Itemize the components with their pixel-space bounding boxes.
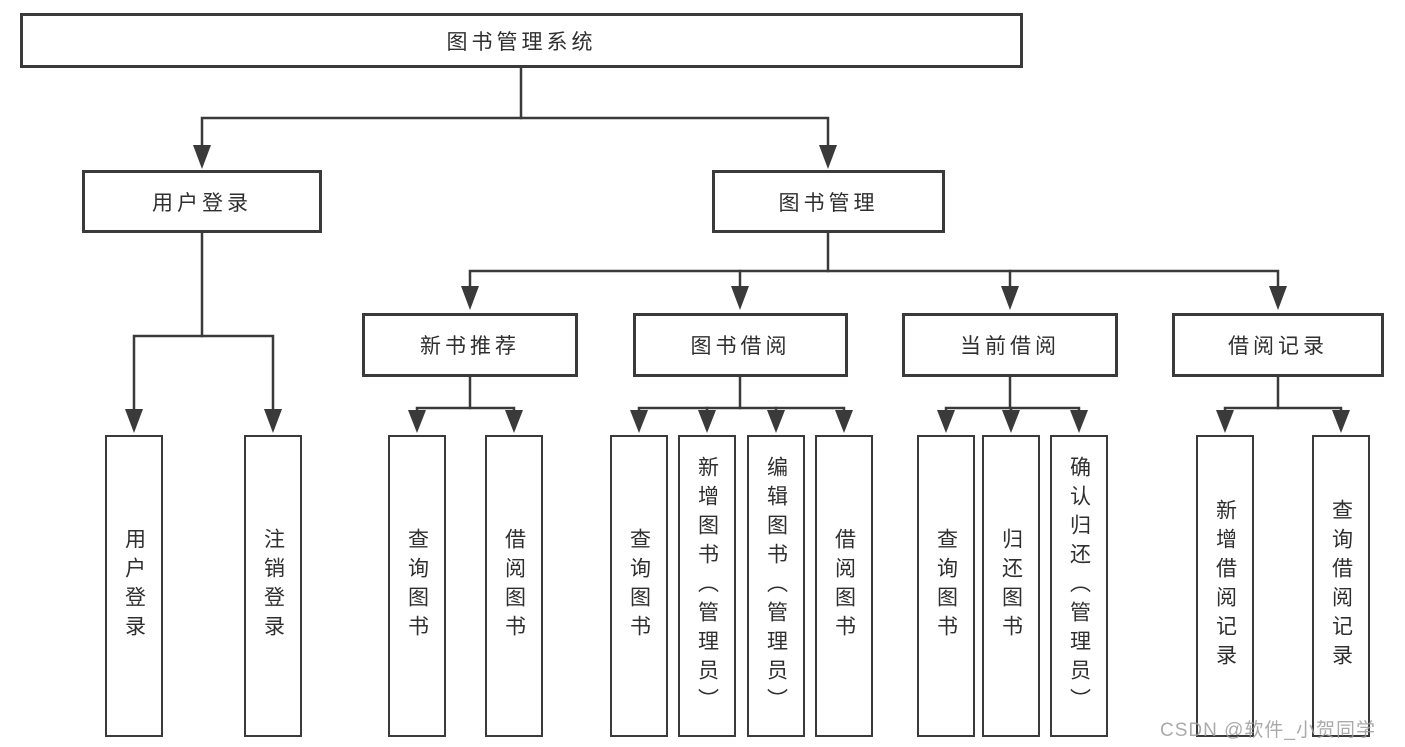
arrow-icon <box>698 410 716 433</box>
arrow-icon <box>505 410 523 433</box>
leaf-borrow-query-books: 查询图书 <box>610 435 668 737</box>
arrow-icon <box>731 286 749 310</box>
node-book-management-system: 图书管理系统 <box>20 13 1023 68</box>
leaf-records-add-record: 新增借阅记录 <box>1196 435 1254 737</box>
connector-records-rail <box>1223 406 1343 415</box>
leaf-label: 确认归还（管理员） <box>1067 455 1091 717</box>
node-label: 借阅记录 <box>1228 335 1328 358</box>
arrow-icon <box>1002 410 1020 433</box>
leaf-label: 编辑图书（管理员） <box>764 455 788 717</box>
leaf-label: 用户登录 <box>122 528 146 644</box>
node-label: 图书管理系统 <box>446 30 597 54</box>
leaf-borrow-borrow-books: 借阅图书 <box>815 435 873 737</box>
connector-userlogin-rail <box>132 334 275 412</box>
leaf-borrow-edit-books-admin: 编辑图书（管理员） <box>747 435 805 737</box>
leaf-label: 注销登录 <box>261 528 285 644</box>
arrow-icon <box>1216 410 1234 433</box>
connector-borrow-rail <box>637 406 846 415</box>
leaf-label: 借阅图书 <box>832 528 856 644</box>
node-label: 当前借阅 <box>960 335 1060 358</box>
arrowheads <box>125 145 1350 433</box>
leaf-current-query-books: 查询图书 <box>917 435 975 737</box>
node-book-borrow: 图书借阅 <box>633 313 848 377</box>
leaf-label: 借阅图书 <box>502 528 526 644</box>
arrow-icon <box>193 145 211 169</box>
leaf-recommend-borrow-books: 借阅图书 <box>485 435 543 737</box>
leaf-current-return-books: 归还图书 <box>982 435 1040 737</box>
arrow-icon <box>408 410 426 433</box>
leaf-current-confirm-return-admin: 确认归还（管理员） <box>1050 435 1108 737</box>
connector-recommend-rail <box>415 406 516 415</box>
leaf-label: 查询图书 <box>934 528 958 644</box>
arrow-icon <box>125 409 143 433</box>
arrow-icon <box>264 409 282 433</box>
leaf-recommend-query-books: 查询图书 <box>388 435 446 737</box>
leaf-label: 查询图书 <box>405 528 429 644</box>
arrow-icon <box>461 286 479 310</box>
arrow-icon <box>1070 410 1088 433</box>
node-book-management: 图书管理 <box>712 170 945 233</box>
watermark-text: CSDN @软件_小贺同学 <box>1160 720 1376 741</box>
node-label: 新书推荐 <box>420 335 520 358</box>
leaf-records-query-record: 查询借阅记录 <box>1312 435 1370 737</box>
connector-level2-rail <box>200 116 830 148</box>
node-label: 用户登录 <box>152 191 252 215</box>
node-label: 图书管理 <box>778 191 879 215</box>
arrow-icon <box>767 410 785 433</box>
arrow-icon <box>819 145 837 169</box>
leaf-borrow-add-books-admin: 新增图书（管理员） <box>678 435 736 737</box>
node-current-borrow: 当前借阅 <box>902 313 1118 377</box>
leaf-label: 查询借阅记录 <box>1329 499 1353 673</box>
arrow-icon <box>630 410 648 433</box>
arrow-icon <box>1332 410 1350 433</box>
leaf-label: 新增图书（管理员） <box>695 455 719 717</box>
leaf-label: 归还图书 <box>999 528 1023 644</box>
leaf-label: 查询图书 <box>627 528 651 644</box>
leaf-logout: 注销登录 <box>244 435 302 737</box>
node-new-book-recommend: 新书推荐 <box>362 313 578 377</box>
arrow-icon <box>835 410 853 433</box>
connector-level3-rail <box>468 269 1280 290</box>
arrow-icon <box>937 410 955 433</box>
node-label: 图书借阅 <box>690 335 791 358</box>
leaf-label: 新增借阅记录 <box>1213 499 1237 673</box>
arrow-icon <box>1001 286 1019 310</box>
arrow-icon <box>1269 286 1287 310</box>
node-user-login: 用户登录 <box>82 170 322 233</box>
leaf-user-login: 用户登录 <box>105 435 163 737</box>
node-borrow-records: 借阅记录 <box>1172 313 1384 377</box>
